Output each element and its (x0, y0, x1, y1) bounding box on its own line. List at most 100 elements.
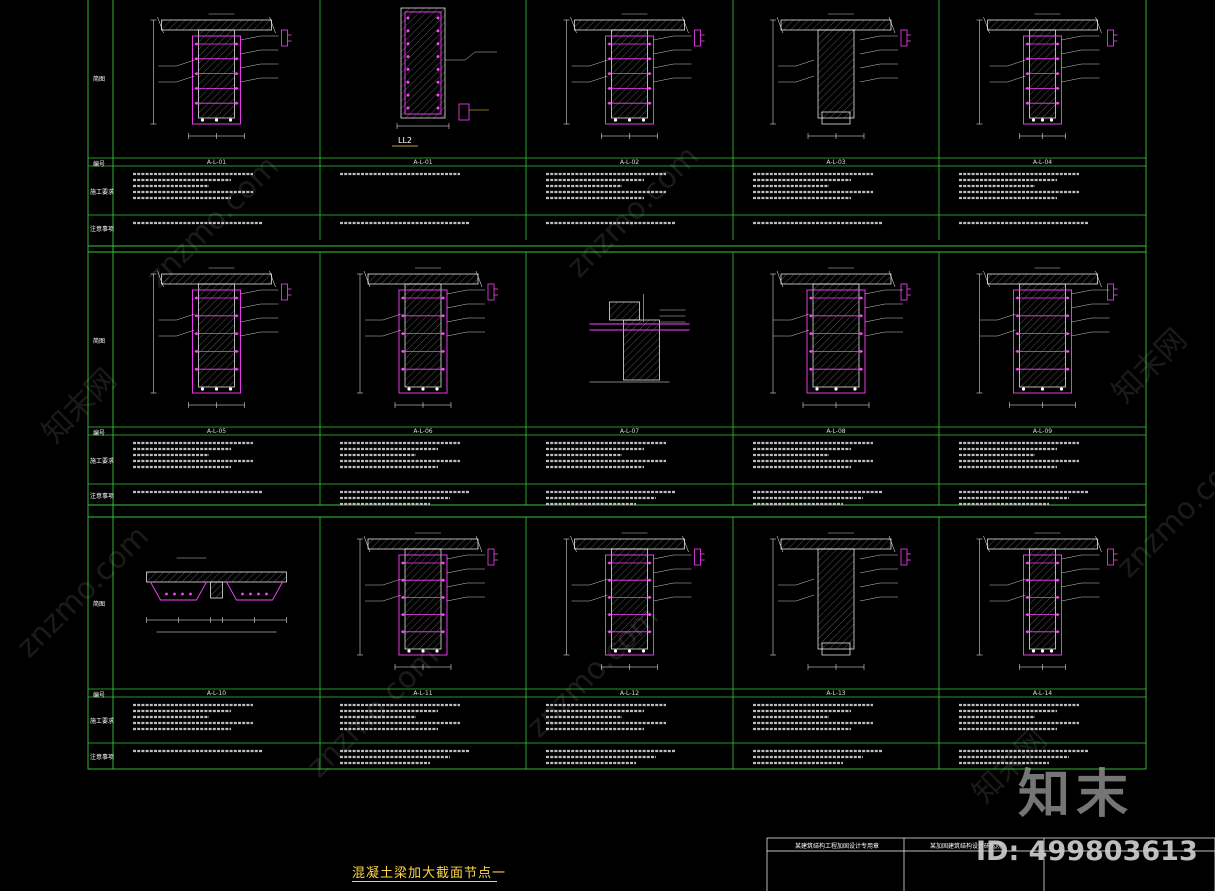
rebar-dot (627, 118, 632, 122)
title-block-cell-1: 某建筑结构工程加固设计专用章 (795, 843, 880, 850)
rebar-dot (853, 387, 857, 391)
break-line (269, 16, 276, 34)
leader-line (1061, 35, 1082, 41)
section-tag (694, 548, 701, 566)
leader-line (864, 317, 886, 323)
leader-line (859, 35, 881, 41)
slab (780, 273, 892, 285)
leader-line (1007, 75, 1026, 83)
leader-line (240, 77, 261, 83)
rebar-dot (406, 67, 410, 71)
leader-line (1061, 582, 1082, 588)
rebar-dot (641, 118, 646, 122)
section-detail (987, 538, 1114, 656)
leader-line (653, 63, 674, 69)
rebar-dot (407, 649, 411, 653)
node-code: A-L-14 (1032, 690, 1053, 697)
slab (574, 538, 685, 550)
rebar-dot (436, 106, 440, 110)
leader-line (859, 77, 881, 83)
break-line (475, 535, 483, 553)
leader-line (864, 289, 886, 295)
rebar-dot (406, 42, 410, 46)
rebar-dot (613, 118, 618, 122)
rebar-dot (435, 649, 439, 653)
beam-bottom (821, 642, 851, 656)
rebar-dot (181, 592, 184, 596)
leader-line (653, 596, 674, 602)
leader-line (589, 594, 608, 602)
jacket-outline (806, 289, 866, 394)
leader-line (864, 331, 886, 337)
node-code: A-L-08 (826, 428, 846, 435)
slab (780, 19, 892, 31)
haunch (226, 581, 283, 601)
leader-line (1071, 317, 1092, 323)
leader-line (176, 59, 195, 67)
rebar-dot (200, 118, 205, 122)
beam-web (611, 548, 648, 650)
rebar-dot (241, 592, 244, 596)
rebar-dot (435, 387, 439, 391)
rebar-dot (436, 55, 440, 59)
rebar-dot (265, 592, 268, 596)
beam-web (817, 29, 855, 119)
break-line (888, 16, 896, 34)
rebar-dot (436, 67, 440, 71)
break-line (682, 535, 689, 553)
leader-line (446, 582, 468, 588)
section-tag (694, 29, 701, 47)
jacket-outline (398, 289, 448, 394)
row-label-notes: 注意事项 (90, 492, 115, 500)
break-line (682, 16, 689, 34)
jacket-outline (1023, 554, 1062, 656)
row-label-code: 编号 (93, 161, 106, 168)
row-label-notes: 注意事项 (90, 225, 115, 233)
row-label-construction: 施工要求 (90, 718, 115, 725)
break-line (157, 270, 164, 288)
leader-line (446, 554, 468, 560)
title-block (766, 837, 1215, 891)
slab (574, 19, 685, 31)
rebar-dot (1031, 118, 1036, 122)
leader-line (1071, 303, 1092, 309)
node-code: A-L-12 (619, 690, 640, 697)
rebar-dot (436, 29, 440, 33)
leader-line (382, 594, 402, 602)
break-line (1095, 535, 1102, 553)
rebar-dot (406, 55, 410, 59)
node-code: A-L-02 (619, 159, 640, 166)
beam-web (198, 283, 235, 388)
rebar-dot (436, 93, 440, 97)
leader-line (176, 313, 195, 321)
jacket-outline (605, 35, 654, 125)
node-code: A-L-01 (206, 159, 227, 166)
slab (987, 19, 1098, 31)
break-line (269, 270, 276, 288)
node-code: A-L-01 (413, 159, 433, 166)
break-line (888, 535, 896, 553)
rebar-dot (1040, 649, 1045, 653)
rebar-dot (249, 592, 252, 596)
leader-line (446, 317, 468, 323)
leader-line (240, 63, 261, 69)
node-code: A-L-10 (206, 690, 227, 697)
beam-web (404, 548, 442, 650)
leader-line (790, 329, 810, 337)
row-label-construction: 施工要求 (90, 188, 115, 196)
wall (623, 319, 660, 381)
beam-bottom (821, 111, 851, 125)
rebar-dot (1049, 118, 1054, 122)
wall-detail (609, 301, 660, 381)
rebar-dot (1059, 387, 1064, 391)
rebar-dot (214, 387, 219, 391)
leader-line (240, 35, 261, 41)
leader-line (795, 594, 815, 602)
section-tag (458, 103, 470, 121)
rebar-dot (406, 106, 410, 110)
section-label-ll2: LL2 (398, 136, 413, 145)
node-code: A-L-13 (826, 690, 846, 697)
rib (210, 581, 223, 599)
leader-line (859, 568, 881, 574)
